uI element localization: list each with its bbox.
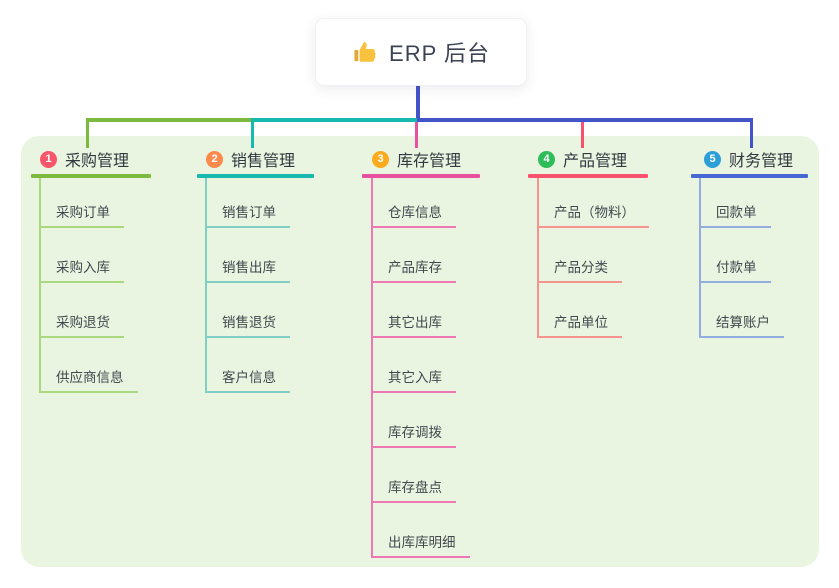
child-node[interactable]: 销售退货	[205, 314, 290, 338]
child-node[interactable]: 产品分类	[537, 259, 622, 283]
branch-child-line	[699, 178, 701, 338]
branch-underline	[31, 174, 151, 178]
branch-underline	[362, 174, 480, 178]
child-node[interactable]: 产品（物料）	[537, 204, 649, 228]
branch-child-line	[39, 178, 41, 393]
branch-badge: 1	[40, 150, 57, 168]
child-node[interactable]: 回款单	[699, 204, 771, 228]
child-node[interactable]: 结算账户	[699, 314, 784, 338]
branch-header-inventory[interactable]: 3 库存管理	[372, 149, 462, 170]
connector-segment-blue	[417, 118, 753, 122]
child-node[interactable]: 客户信息	[205, 369, 290, 393]
branch-label: 库存管理	[397, 153, 462, 170]
child-node[interactable]: 采购退货	[39, 314, 124, 338]
branch-label: 产品管理	[563, 153, 628, 170]
branch-badge: 4	[538, 150, 555, 168]
root-label: ERP 后台	[389, 41, 490, 66]
child-node[interactable]: 付款单	[699, 259, 771, 283]
branch-drop-purchase	[86, 118, 89, 148]
root-connector-line	[416, 84, 420, 121]
branch-badge: 2	[206, 150, 223, 168]
branch-child-line	[205, 178, 207, 393]
child-node[interactable]: 出库库明细	[371, 534, 470, 558]
child-node[interactable]: 库存盘点	[371, 479, 456, 503]
child-node[interactable]: 销售订单	[205, 204, 290, 228]
branch-badge: 3	[372, 150, 389, 168]
connector-segment-green	[86, 118, 252, 122]
child-node[interactable]: 供应商信息	[39, 369, 138, 393]
branch-header-finance[interactable]: 5 财务管理	[704, 149, 794, 170]
child-node[interactable]: 其它出库	[371, 314, 456, 338]
child-node[interactable]: 采购入库	[39, 259, 124, 283]
branch-header-product[interactable]: 4 产品管理	[538, 149, 628, 170]
branch-label: 销售管理	[231, 153, 296, 170]
branch-panel	[21, 136, 819, 567]
branch-label: 财务管理	[729, 153, 794, 170]
branch-underline	[528, 174, 648, 178]
connector-segment-teal	[252, 118, 417, 122]
thumbs-up-icon	[352, 39, 378, 65]
child-node[interactable]: 销售出库	[205, 259, 290, 283]
branch-underline	[691, 174, 808, 178]
branch-header-purchase[interactable]: 1 采购管理	[40, 149, 130, 170]
branch-underline	[197, 174, 314, 178]
branch-drop-inventory	[415, 122, 418, 148]
child-node[interactable]: 仓库信息	[371, 204, 456, 228]
child-node[interactable]: 产品库存	[371, 259, 456, 283]
child-node[interactable]: 采购订单	[39, 204, 124, 228]
branch-header-sales[interactable]: 2 销售管理	[206, 149, 296, 170]
branch-child-line	[371, 178, 373, 558]
branch-child-line	[537, 178, 539, 338]
child-node[interactable]: 产品单位	[537, 314, 622, 338]
branch-label: 采购管理	[65, 153, 130, 170]
child-node[interactable]: 库存调拨	[371, 424, 456, 448]
branch-drop-product	[581, 122, 584, 148]
branch-drop-sales	[251, 118, 254, 148]
branch-drop-finance	[750, 118, 753, 148]
child-node[interactable]: 其它入库	[371, 369, 456, 393]
branch-badge: 5	[704, 150, 721, 168]
root-node[interactable]: ERP 后台	[315, 18, 527, 86]
